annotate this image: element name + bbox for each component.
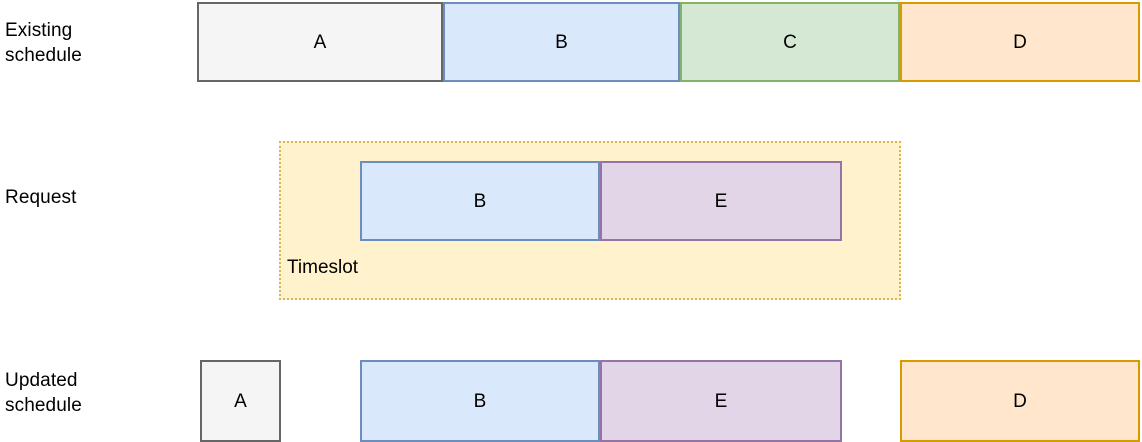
block-updated-a[interactable]: A [200, 360, 281, 442]
block-existing-b[interactable]: B [443, 2, 680, 82]
block-request-e[interactable]: E [600, 161, 842, 241]
block-existing-a[interactable]: A [197, 2, 443, 82]
block-updated-b[interactable]: B [360, 360, 600, 442]
block-updated-d[interactable]: D [900, 360, 1140, 442]
row-label-updated-schedule: Updated schedule [5, 370, 82, 416]
row-label-request: Request [5, 187, 77, 208]
row-label-existing-schedule: Existing schedule [5, 20, 82, 66]
block-updated-e[interactable]: E [600, 360, 842, 442]
block-existing-c[interactable]: C [680, 2, 900, 82]
timeslot-caption: Timeslot [287, 257, 359, 278]
block-request-b[interactable]: B [360, 161, 600, 241]
block-existing-d[interactable]: D [900, 2, 1140, 82]
